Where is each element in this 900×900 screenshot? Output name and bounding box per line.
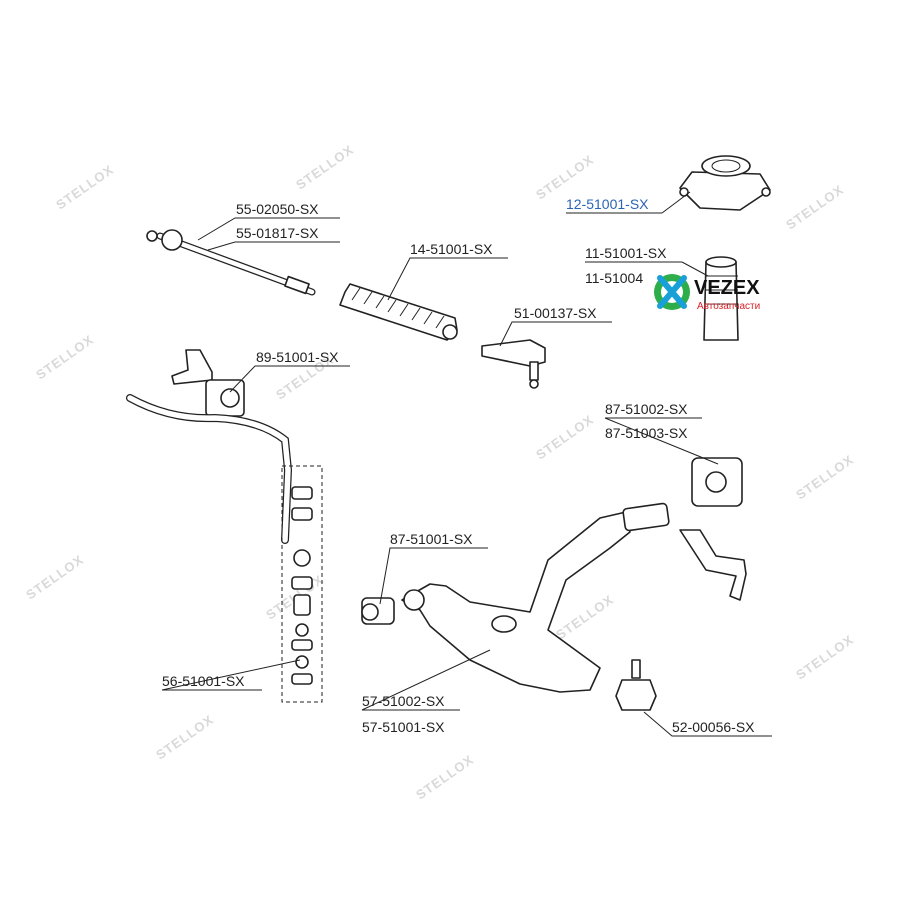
watermark: STELLOX xyxy=(533,152,596,203)
leader-lines xyxy=(161,191,772,737)
watermark: STELLOX xyxy=(553,592,616,643)
strut-mount[interactable] xyxy=(679,155,771,211)
lower-arm-front-bushing[interactable] xyxy=(361,597,395,625)
lower-control-arm[interactable] xyxy=(401,502,670,693)
tie-rod-end[interactable] xyxy=(481,339,546,389)
part-label[interactable]: 89-51001-SX xyxy=(256,349,339,365)
part-label[interactable]: 56-51001-SX xyxy=(162,673,245,689)
watermark: STELLOX xyxy=(293,142,356,193)
watermark: STELLOX xyxy=(33,332,96,383)
watermark: STELLOX xyxy=(533,412,596,463)
part-labels: 55-02050-SX 55-01817-SX 14-51001-SX 51-0… xyxy=(162,196,755,735)
part-label[interactable]: 57-51002-SX xyxy=(362,693,445,709)
part-label[interactable]: 11-51001-SX xyxy=(585,245,667,261)
part-label[interactable]: 87-51002-SX xyxy=(605,401,688,417)
part-label[interactable]: 87-51001-SX xyxy=(390,531,473,547)
ball-joint[interactable] xyxy=(615,659,657,711)
watermark: STELLOX xyxy=(783,182,846,233)
part-label[interactable]: 57-51001-SX xyxy=(362,719,445,735)
stabilizer-bushing[interactable] xyxy=(171,349,245,417)
part-label[interactable]: 55-02050-SX xyxy=(236,201,319,217)
steering-rack-boot[interactable] xyxy=(339,283,458,341)
watermark: STELLOX xyxy=(413,752,476,803)
stabilizer-link-kit[interactable] xyxy=(281,465,323,703)
inner-tie-rod[interactable] xyxy=(146,229,316,296)
part-label[interactable]: 11-51004 xyxy=(585,270,643,286)
watermark: STELLOX xyxy=(793,452,856,503)
part-label[interactable]: 14-51001-SX xyxy=(410,241,493,257)
logo-subtitle: Автозапчасти xyxy=(697,301,760,312)
watermark: STELLOX xyxy=(153,712,216,763)
part-label-highlighted[interactable]: 12-51001-SX xyxy=(566,196,649,212)
lower-arm-rear-bushing[interactable] xyxy=(679,457,747,601)
part-label[interactable]: 51-00137-SX xyxy=(514,305,597,321)
watermark: STELLOX xyxy=(53,162,116,213)
part-label[interactable]: 87-51003-SX xyxy=(605,425,688,441)
part-label[interactable]: 52-00056-SX xyxy=(672,719,755,735)
watermark: STELLOX xyxy=(793,632,856,683)
logo-name: VEZEX xyxy=(694,277,760,299)
part-label[interactable]: 55-01817-SX xyxy=(236,225,319,241)
stabilizer-bar[interactable] xyxy=(126,394,293,544)
shock-absorber-boot[interactable] xyxy=(703,256,739,341)
watermark: STELLOX xyxy=(23,552,86,603)
vezex-logo: VEZEX Автозапчасти xyxy=(654,274,760,312)
